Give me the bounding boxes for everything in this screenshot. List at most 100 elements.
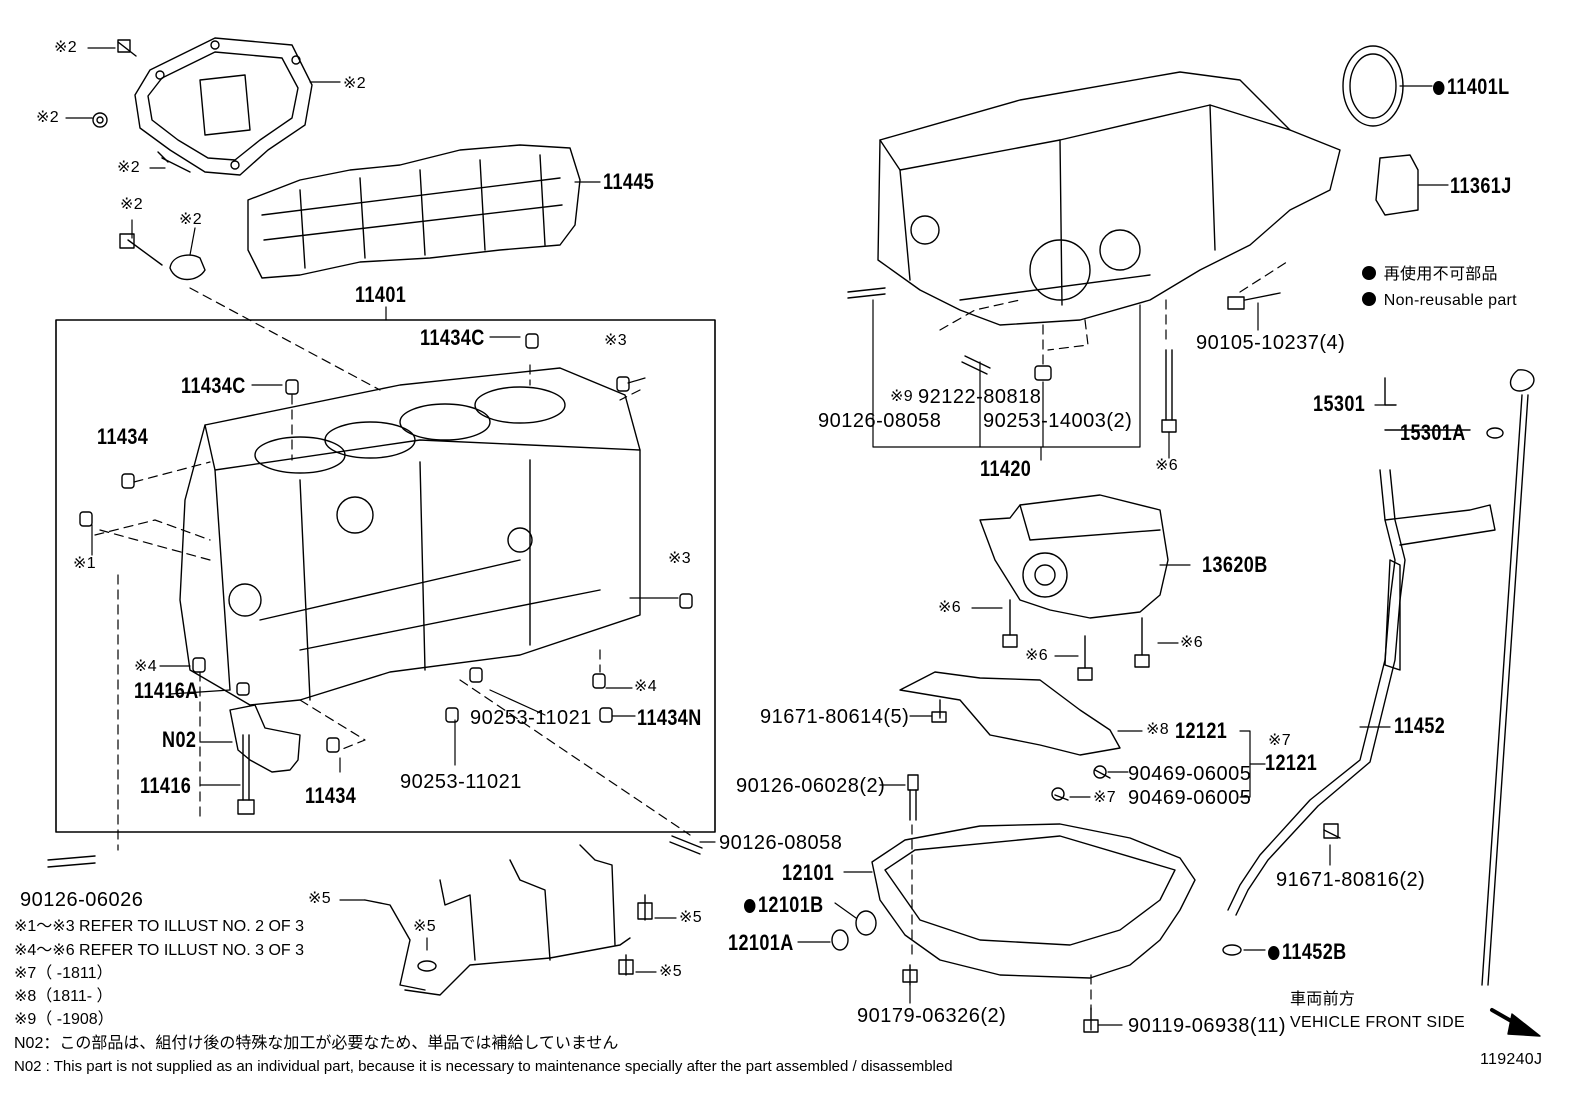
- ref-mark: ※6: [1025, 647, 1048, 664]
- ref-mark: ※2: [54, 39, 77, 56]
- part-label-n02: N02: [162, 727, 197, 752]
- ref-mark: ※1: [73, 555, 96, 572]
- part-label-15301: 15301: [1313, 391, 1366, 416]
- oil-pan-upper-parts: [847, 287, 1281, 433]
- part-label-12121-b: 12121: [1265, 750, 1318, 775]
- bolt-drawings-top-left: [92, 39, 206, 281]
- part-label-15301a: 15301A: [1400, 420, 1466, 445]
- block-group-frame: [55, 319, 716, 833]
- dipstick-drawing: [1222, 369, 1535, 986]
- ref-mark: ※2: [179, 211, 202, 228]
- dashed-lines-block: [94, 287, 691, 851]
- part-label-11416a: 11416A: [134, 678, 199, 703]
- oil-strainer-tube-drawing: [364, 844, 653, 996]
- direction-jp: 車両前方: [1290, 991, 1356, 1008]
- direction-en: VEHICLE FRONT SIDE: [1290, 1014, 1465, 1031]
- oil-pan-lower-drawing: [831, 774, 1196, 1033]
- part-label-11416: 11416: [140, 773, 192, 798]
- part-label-12121-a: 12121: [1175, 718, 1228, 743]
- part-label-11420: 11420: [980, 456, 1032, 481]
- bolt-drawings-lower-left: [47, 734, 703, 868]
- note-line-4: ※8（1811- ）: [14, 988, 113, 1005]
- part-label-91671-80614: 91671-80614(5): [760, 706, 910, 728]
- note-n02-jp: N02：この部品は、組付け後の特殊な加工が必要なため、単品では補給していません: [14, 1035, 619, 1052]
- part-label-11401l: 11401L: [1433, 76, 1510, 98]
- vehicle-front-arrow-drawing: [1490, 1008, 1541, 1037]
- oil-pump-drawing: [979, 494, 1191, 681]
- ref-mark: ※5: [659, 963, 682, 980]
- ref-mark: ※7: [1093, 789, 1116, 806]
- non-reusable-dot-icon: [1362, 292, 1376, 306]
- part-label-90179-06326: 90179-06326(2): [857, 1005, 1007, 1027]
- non-reusable-dot-icon: [744, 899, 756, 913]
- note-n02-en: N02 : This part is not supplied as an in…: [14, 1058, 953, 1075]
- part-label-12101: 12101: [782, 860, 835, 885]
- ref-mark: ※3: [604, 332, 627, 349]
- part-label-11434c-top: 11434C: [420, 325, 485, 350]
- part-label-11434-left: 11434: [97, 424, 149, 449]
- plug-drawing: [1375, 154, 1449, 216]
- part-label-90126-08058-lower: 90126-08058: [719, 832, 843, 854]
- leader-lines-pump: [971, 607, 1179, 657]
- baffle-12121-drawing: [899, 671, 1121, 801]
- part-label-90469-06005-a: 90469-06005: [1128, 763, 1252, 785]
- oil-pan-upper-drawing: [877, 71, 1341, 326]
- ref-mark: ※9: [890, 388, 913, 405]
- part-label-91671-80816: 91671-80816(2): [1276, 869, 1426, 891]
- ref-mark: ※6: [1155, 457, 1178, 474]
- part-label-90119-06938: 90119-06938(11): [1128, 1015, 1286, 1037]
- ref-mark: ※2: [117, 159, 140, 176]
- part-label-90253-14003: 90253-14003(2): [983, 410, 1133, 432]
- ref-mark: ※5: [308, 890, 331, 907]
- ref-mark: ※3: [668, 550, 691, 567]
- part-label-12101a: 12101A: [728, 930, 794, 955]
- part-label-11434c-left: 11434C: [181, 373, 246, 398]
- part-label-90126-08058-top: 90126-08058: [818, 410, 942, 432]
- timing-cover-gasket-drawing: [134, 37, 313, 176]
- cylinder-block-drawing: [179, 367, 641, 706]
- part-label-90253-11021-a: 90253-11021: [470, 707, 592, 729]
- baffle-plate-drawing: [247, 144, 581, 279]
- note-line-3: ※7（ -1811）: [14, 965, 113, 982]
- ref-mark: ※2: [120, 196, 143, 213]
- n02-bracket-drawing: [229, 704, 301, 773]
- ref-mark: ※6: [1180, 634, 1203, 651]
- part-label-12101b: 12101B: [744, 894, 824, 916]
- part-label-11452b: 11452B: [1268, 941, 1347, 963]
- ref-mark: ※5: [679, 909, 702, 926]
- part-label-11434n: 11434N: [637, 705, 702, 730]
- part-label-11452: 11452: [1394, 713, 1446, 738]
- note-line-5: ※9（ -1908）: [14, 1011, 114, 1028]
- dashed-lines-lower-pan: [911, 824, 1092, 1011]
- part-label-90105-10237: 90105-10237(4): [1196, 332, 1346, 354]
- ref-mark: ※2: [36, 109, 59, 126]
- legend-jp: 再使用不可部品: [1362, 266, 1498, 283]
- part-label-11401: 11401: [355, 282, 407, 307]
- legend-en: Non-reusable part: [1362, 292, 1517, 309]
- non-reusable-dot-icon: [1433, 81, 1445, 95]
- leader-lines-lower-pan: [797, 784, 1123, 1026]
- non-reusable-dot-icon: [1268, 946, 1280, 960]
- part-label-90126-06026: 90126-06026: [20, 889, 144, 911]
- leader-lines-12121: [909, 715, 1266, 798]
- ref-mark: ※4: [134, 658, 157, 675]
- ref-mark: ※4: [634, 678, 657, 695]
- note-line-1: ※1～※3 REFER TO ILLUST NO. 2 OF 3: [14, 918, 305, 935]
- leader-lines-bottom: [339, 899, 677, 973]
- ref-mark: ※7: [1268, 732, 1291, 749]
- ref-mark: ※2: [343, 75, 366, 92]
- part-label-13620b: 13620B: [1202, 552, 1268, 577]
- part-label-11434-bottom: 11434: [305, 783, 357, 808]
- part-label-11445: 11445: [603, 169, 655, 194]
- ref-mark: ※5: [413, 918, 436, 935]
- illustration-id: 119240J: [1480, 1051, 1543, 1068]
- part-label-11361j: 11361J: [1450, 173, 1512, 198]
- non-reusable-dot-icon: [1362, 266, 1376, 280]
- part-label-92122-80818: 92122-80818: [918, 386, 1042, 408]
- dashed-lines-upper-pan: [939, 259, 1291, 366]
- part-label-90469-06005-b: 90469-06005: [1128, 787, 1252, 809]
- part-label-90126-06028: 90126-06028(2): [736, 775, 886, 797]
- note-line-2: ※4～※6 REFER TO ILLUST NO. 3 OF 3: [14, 942, 305, 959]
- part-label-90253-11021-b: 90253-11021: [400, 771, 522, 793]
